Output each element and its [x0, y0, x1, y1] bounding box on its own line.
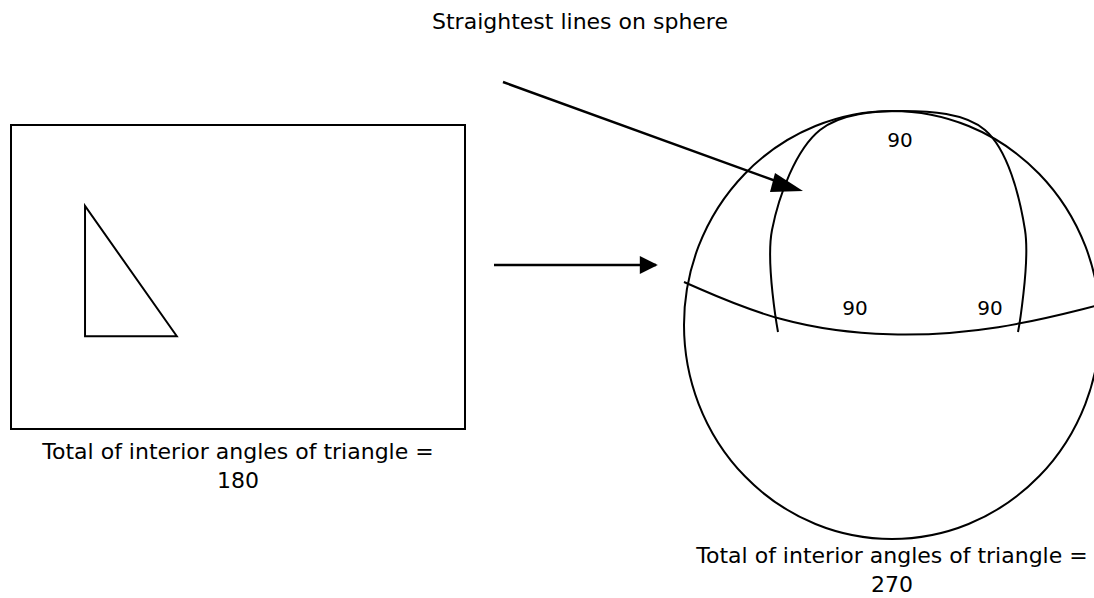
angle-label: 90	[839, 297, 870, 319]
sphere-drawing	[682, 110, 1094, 540]
transform-arrow	[494, 264, 656, 267]
flat-triangle	[85, 206, 177, 336]
angle-caption: Total of interior angles of triangle = 2…	[688, 542, 1094, 598]
angle-caption: Total of interior angles of triangle = 1…	[34, 438, 442, 495]
angle-label: 90	[884, 129, 915, 151]
meridian-lines	[770, 111, 1026, 332]
pointer-label: Straightest lines on sphere	[429, 10, 731, 34]
equator-line	[684, 282, 1094, 335]
leader-line	[503, 82, 784, 184]
plane-drawing	[12, 126, 464, 428]
angle-label: 90	[974, 297, 1005, 319]
sphere-outline	[684, 111, 1094, 539]
flat-plane: Total of interior angles of triangle = 1…	[10, 124, 466, 430]
sphere-shape: Total of interior angles of triangle = 2…	[682, 110, 1094, 540]
